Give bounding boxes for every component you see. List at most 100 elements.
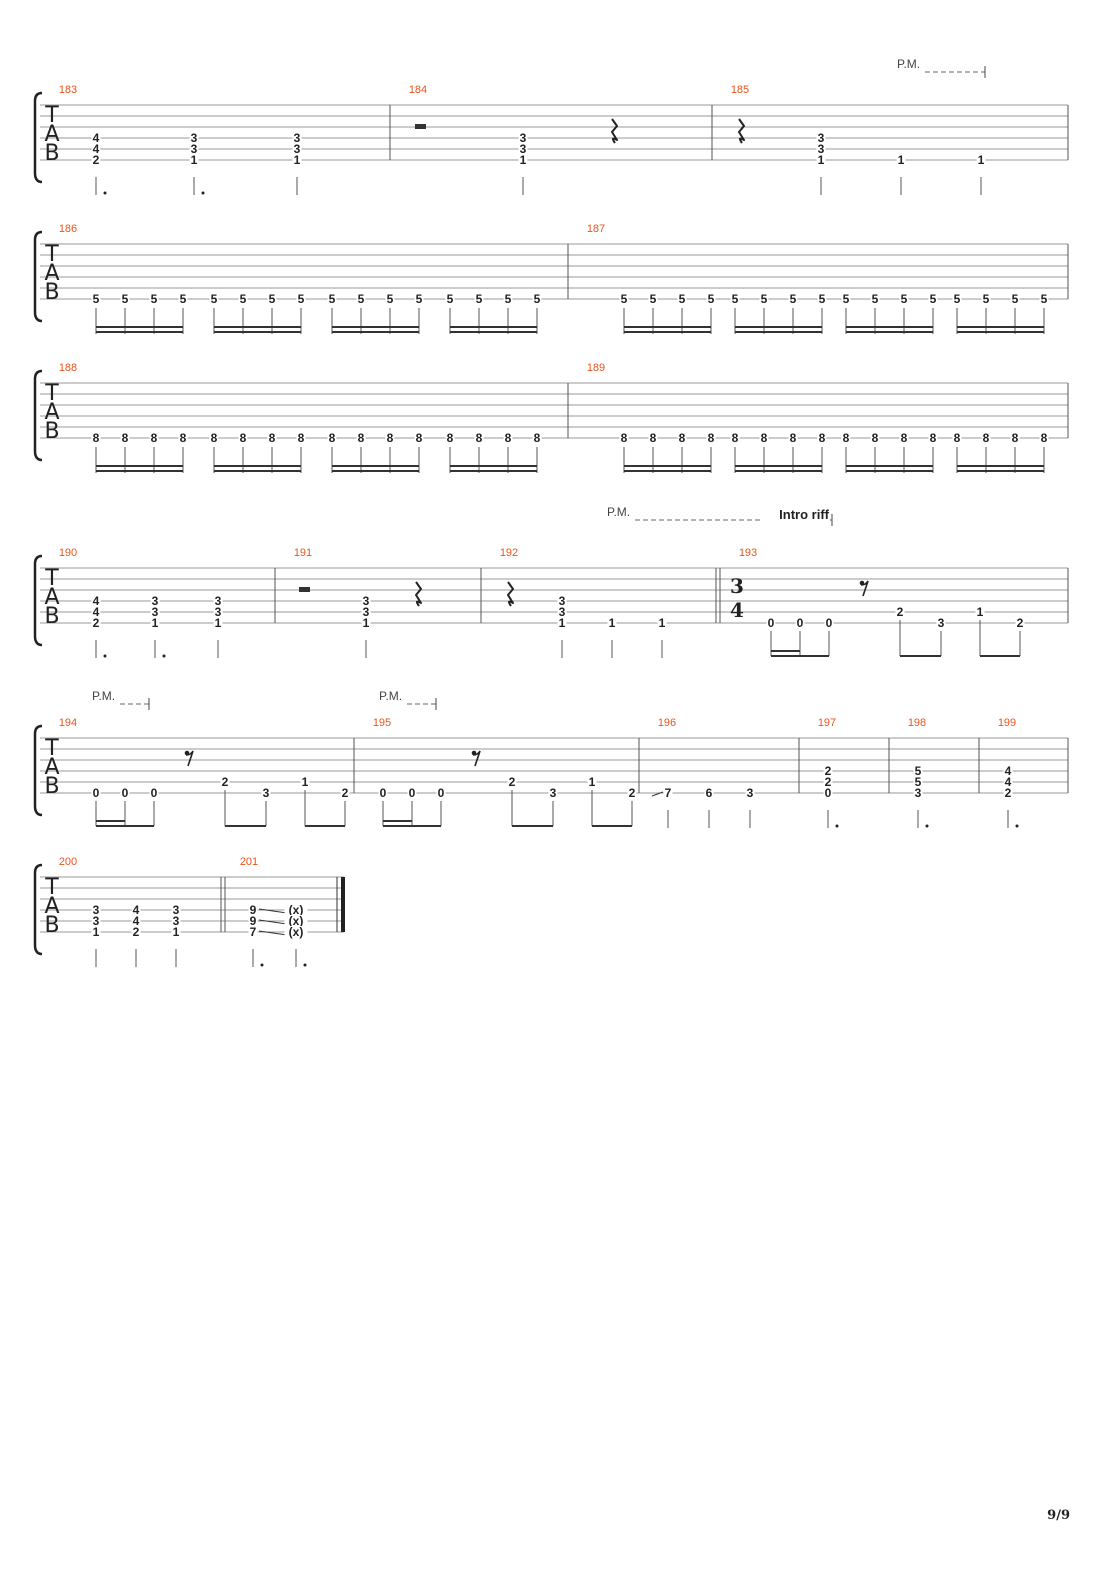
fret-mask (870, 432, 880, 443)
fret-mask (91, 143, 101, 154)
fret-mask (975, 606, 985, 617)
fret-number: 3 (550, 786, 557, 800)
fret-mask (841, 293, 851, 304)
fret-number: 8 (93, 431, 100, 445)
fret-number: 2 (93, 616, 100, 630)
fret-number: 3 (559, 594, 566, 608)
slide-mark (258, 919, 288, 925)
fret-number: 8 (790, 431, 797, 445)
fret-number: 1 (977, 605, 984, 619)
fret-mask (518, 143, 528, 154)
fret-number: 3 (915, 786, 922, 800)
fret-mask (340, 787, 350, 798)
fret-mask (91, 926, 101, 937)
system-bracket (33, 91, 43, 184)
fret-mask (292, 132, 302, 143)
fret-number: 3 (93, 914, 100, 928)
fret-number: 0 (93, 786, 100, 800)
fret-number: 8 (298, 431, 305, 445)
fret-number: 1 (659, 616, 666, 630)
fret-mask (816, 132, 826, 143)
fret-mask (899, 293, 909, 304)
fret-number: 1 (520, 153, 527, 167)
fret-mask (745, 787, 755, 798)
fret-mask (824, 617, 834, 628)
palm-mute-label: P.M. (607, 505, 630, 519)
fret-mask (648, 432, 658, 443)
fret-mask (619, 293, 629, 304)
fret-number: 5 (447, 292, 454, 306)
quarter-rest (415, 581, 422, 607)
fret-number: 2 (133, 925, 140, 939)
fret-number: 3 (363, 594, 370, 608)
fret-mask (414, 293, 424, 304)
fret-number: 0 (151, 786, 158, 800)
fret-mask (981, 293, 991, 304)
fret-mask (91, 617, 101, 628)
fret-number: 8 (1012, 431, 1019, 445)
fret-mask (816, 143, 826, 154)
measure-number: 189 (587, 362, 605, 374)
fret-mask (91, 606, 101, 617)
fret-number: 5 (534, 292, 541, 306)
fret-mask (913, 787, 923, 798)
fret-number: 4 (93, 594, 100, 608)
fret-mask (189, 143, 199, 154)
fret-number: 9 (250, 903, 257, 917)
fret-number: 5 (505, 292, 512, 306)
fret-mask (213, 595, 223, 606)
fret-number: 1 (363, 616, 370, 630)
fret-number: 2 (825, 764, 832, 778)
fret-number: 2 (1005, 786, 1012, 800)
fret-number: 8 (211, 431, 218, 445)
rhythm-dot (201, 191, 205, 195)
fret-mask (91, 787, 101, 798)
fret-number: 3 (191, 131, 198, 145)
measure-number: 201 (240, 856, 258, 868)
fret-number: (x) (289, 903, 304, 917)
tab-clef-letter: A (44, 261, 59, 286)
fret-mask (292, 143, 302, 154)
fret-number: 1 (898, 153, 905, 167)
fret-mask (284, 904, 308, 915)
fret-number: 5 (790, 292, 797, 306)
fret-number: 2 (222, 775, 229, 789)
fret-number: 1 (978, 153, 985, 167)
tab-clef-letter: T (44, 381, 59, 406)
tab-clef-letter: A (44, 894, 59, 919)
fret-number: 1 (215, 616, 222, 630)
fret-mask (150, 595, 160, 606)
rhythm-dot (1015, 824, 1019, 828)
fret-mask (91, 432, 101, 443)
fret-number: 3 (215, 605, 222, 619)
fret-mask (267, 432, 277, 443)
fret-number: 1 (609, 616, 616, 630)
fret-number: 5 (387, 292, 394, 306)
fret-mask (816, 154, 826, 165)
measure-number: 195 (373, 717, 391, 729)
fret-number: 8 (416, 431, 423, 445)
fret-number: 1 (589, 775, 596, 789)
fret-mask (445, 432, 455, 443)
fret-mask (91, 904, 101, 915)
fret-mask (657, 617, 667, 628)
fret-mask (284, 926, 308, 937)
rhythm-dot (103, 191, 107, 195)
fret-number: 4 (133, 903, 140, 917)
fret-mask (149, 432, 159, 443)
fret-number: 3 (294, 142, 301, 156)
fret-number: 3 (520, 131, 527, 145)
time-signature-numerator: 3 (730, 574, 744, 598)
fret-number: 5 (983, 292, 990, 306)
fret-number: 8 (1041, 431, 1048, 445)
measure-number: 186 (59, 223, 77, 235)
measure-number: 188 (59, 362, 77, 374)
fret-mask (150, 606, 160, 617)
fret-number: 5 (708, 292, 715, 306)
system-bracket (33, 863, 43, 956)
fret-number: 2 (825, 775, 832, 789)
fret-mask (267, 293, 277, 304)
